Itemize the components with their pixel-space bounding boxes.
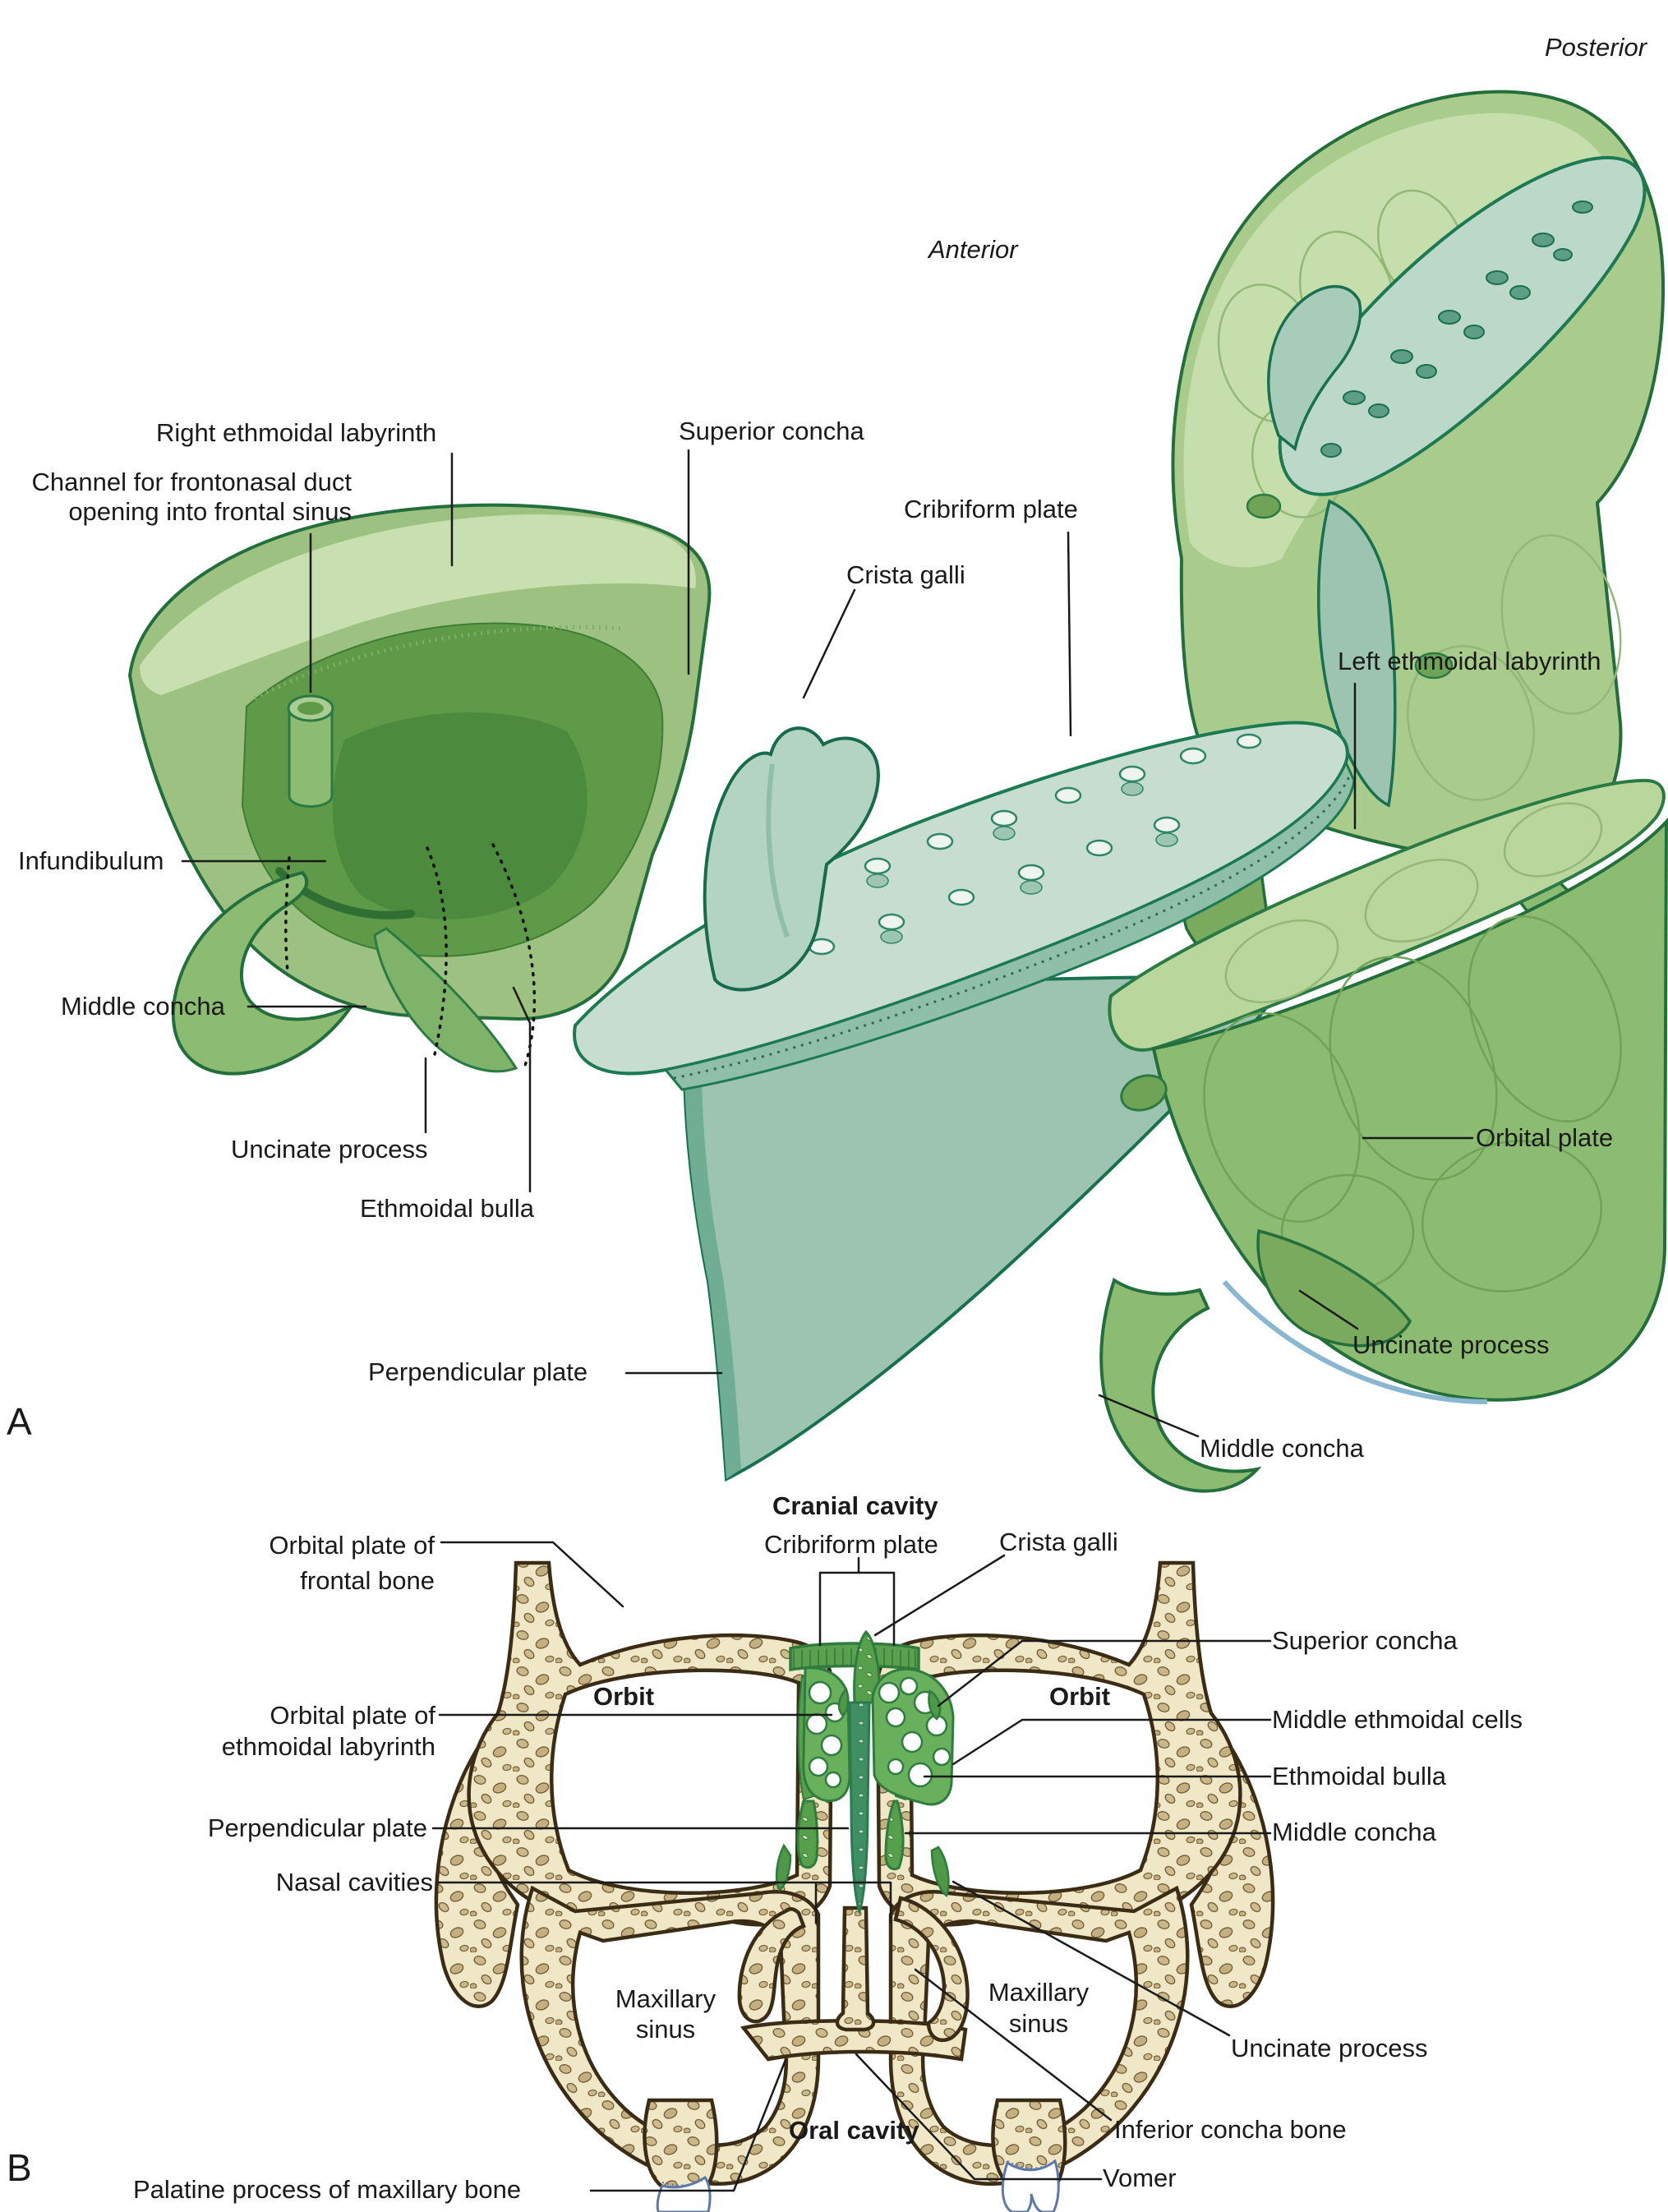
leader-b-orbital-frontal (440, 1541, 624, 1608)
intact-ethmoid-bone (1019, 90, 1666, 976)
middle-concha-a-left (171, 870, 353, 1076)
label-b-vomer: Vomer (1103, 2164, 1177, 2192)
leader-a-uncinate-right (1298, 1289, 1359, 1330)
perpendicular-stub (1317, 499, 1397, 808)
leader-a-crista-galli (802, 588, 856, 699)
panel-a-illustration (127, 90, 1668, 1493)
panel-a-letter: A (7, 1400, 32, 1443)
label-b-ethmoidal-bulla: Ethmoidal bulla (1272, 1762, 1446, 1790)
right-middle-concha-b (884, 1800, 905, 1871)
left-uncinate-b (775, 1843, 792, 1892)
left-tooth (656, 2175, 712, 2212)
crista-galli-shape (703, 726, 880, 992)
uncinate-process-a-right (1256, 1228, 1412, 1348)
ethmoid-green-section (775, 1629, 955, 1915)
label-b-cribriform-plate: Cribriform plate (764, 1530, 938, 1559)
label-a-ethmoidal-bulla: Ethmoidal bulla (360, 1194, 534, 1223)
label-b-middle-concha: Middle concha (1272, 1818, 1436, 1846)
label-a-uncinate-process-left: Uncinate process (231, 1135, 428, 1164)
label-b-nasal-cavities: Nasal cavities (275, 1868, 433, 1896)
teeth (656, 2159, 1060, 2212)
leader-b-nasal-cavities (436, 1881, 892, 1924)
leader-b-inferior-concha (914, 1968, 1113, 2122)
left-alveolar-process (643, 2098, 719, 2191)
label-b-oral-cavity: Oral cavity (789, 2116, 919, 2145)
orientation-anterior: Anterior (928, 235, 1018, 264)
anterior-foramen (1246, 493, 1282, 519)
middle-concha-a-right (1099, 1277, 1262, 1493)
label-b-orbital-plate-ethmoid: Orbital plate of ethmoidal labyrinth (221, 1701, 435, 1761)
leader-b-uncinate (951, 1880, 1231, 2037)
right-uncinate-b (930, 1846, 950, 1898)
hard-palate (740, 2018, 968, 2062)
label-b-orbit-right: Orbit (1049, 1682, 1111, 1711)
label-b-cranial-cavity: Cranial cavity (772, 1491, 938, 1520)
label-b-palatine-process: Palatine process of maxillary bone (133, 2175, 522, 2204)
label-a-perpendicular-plate: Perpendicular plate (368, 1357, 588, 1386)
leader-b-cribriform-bracket (818, 1556, 896, 1647)
posterior-foramen (1414, 652, 1454, 680)
leader-a-cribriform (1067, 531, 1072, 737)
right-ethmoidal-labyrinth-drawing (127, 503, 712, 1076)
leader-b-palatine (589, 2058, 787, 2192)
label-a-cribriform-plate: Cribriform plate (904, 495, 1078, 523)
ethmoidal-bulla-cell (907, 1762, 933, 1788)
label-b-inferior-concha-bone: Inferior concha bone (1114, 2115, 1347, 2144)
label-b-middle-ethmoidal-cells: Middle ethmoidal cells (1272, 1705, 1523, 1734)
label-a-superior-concha: Superior concha (679, 417, 864, 445)
right-inferior-concha (893, 1896, 970, 2043)
perpendicular-plate-b (848, 1701, 871, 1915)
label-b-perpendicular-plate: Perpendicular plate (207, 1813, 427, 1842)
leader-lines (181, 449, 1474, 2192)
left-middle-concha-b (796, 1800, 819, 1869)
leader-a-middle-concha-right (1098, 1394, 1200, 1438)
label-a-frontonasal-channel: Channel for frontonasal duct opening int… (31, 468, 352, 526)
label-a-right-ethmoidal-labyrinth: Right ethmoidal labyrinth (156, 418, 437, 447)
leader-b-crista-galli (873, 1554, 1006, 1637)
label-a-orbital-plate: Orbital plate (1476, 1123, 1614, 1152)
label-a-middle-concha-right: Middle concha (1200, 1434, 1364, 1463)
left-superior-concha (837, 1687, 850, 1717)
leader-a-ethmoidal-bulla (512, 986, 532, 1193)
right-superior-concha (928, 1689, 942, 1721)
left-ethmoidal-labyrinth-drawing (1099, 778, 1668, 1493)
label-a-uncinate-process-right: Uncinate process (1352, 1330, 1550, 1359)
leader-b-superior-concha (937, 1639, 1272, 1707)
left-inferior-concha (737, 1907, 806, 2024)
cribriform-foramina-top (1320, 200, 1593, 458)
label-b-orbit-left: Orbit (593, 1682, 655, 1711)
leader-b-vomer (855, 2053, 1103, 2181)
label-a-left-ethmoidal-labyrinth: Left ethmoidal labyrinth (1338, 647, 1601, 675)
crista-galli-top (1267, 284, 1362, 452)
skull-bone-section (434, 1560, 1275, 2191)
label-a-crista-galli: Crista galli (846, 560, 965, 589)
label-b-maxillary-sinus-right: Maxillary sinus (988, 1978, 1090, 2038)
vomer-column (835, 1906, 876, 2032)
right-tooth (1001, 2159, 1060, 2212)
leader-b-middle-cells (951, 1718, 1272, 1766)
cribriform-foramina (808, 733, 1262, 956)
label-b-orbital-plate-frontal: Orbital plate of frontal bone (269, 1531, 435, 1595)
label-b-maxillary-sinus-left: Maxillary sinus (615, 1984, 717, 2044)
orientation-posterior: Posterior (1545, 33, 1647, 62)
label-b-superior-concha: Superior concha (1272, 1626, 1458, 1655)
panel-b-illustration (434, 1560, 1275, 2212)
uncinate-ridge-a-left (373, 927, 518, 1073)
panel-b-letter: B (7, 2146, 32, 2189)
label-a-infundibulum: Infundibulum (18, 846, 164, 875)
label-a-middle-concha-left: Middle concha (61, 992, 225, 1021)
label-b-uncinate-process: Uncinate process (1231, 2034, 1428, 2062)
label-b-crista-galli: Crista galli (999, 1528, 1118, 1556)
frontonasal-channel-tube (287, 694, 334, 808)
